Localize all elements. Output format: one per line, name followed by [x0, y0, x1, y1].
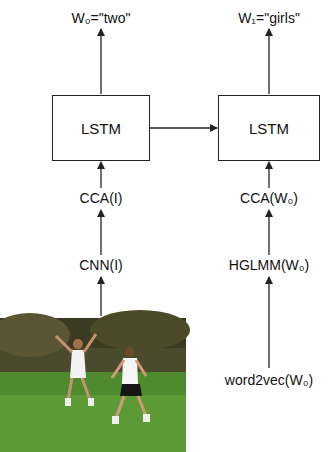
flow-label: HGLMM(W₀) [227, 257, 311, 273]
lstm-box: LSTM [218, 95, 320, 161]
flow-label: W₁="girls" [236, 10, 302, 26]
flow-label: CNN(I) [77, 257, 125, 273]
flow-label: W₀="two" [70, 10, 133, 26]
lstm-box: LSTM [52, 95, 150, 161]
box-text: LSTM [249, 120, 289, 137]
flow-label: word2vec(W₀) [223, 372, 315, 388]
flow-label: CCA(W₀) [238, 190, 300, 206]
flow-label: CCA(I) [78, 190, 125, 206]
box-text: LSTM [81, 120, 121, 137]
photo [0, 310, 190, 452]
connector-arrow [150, 127, 217, 128]
